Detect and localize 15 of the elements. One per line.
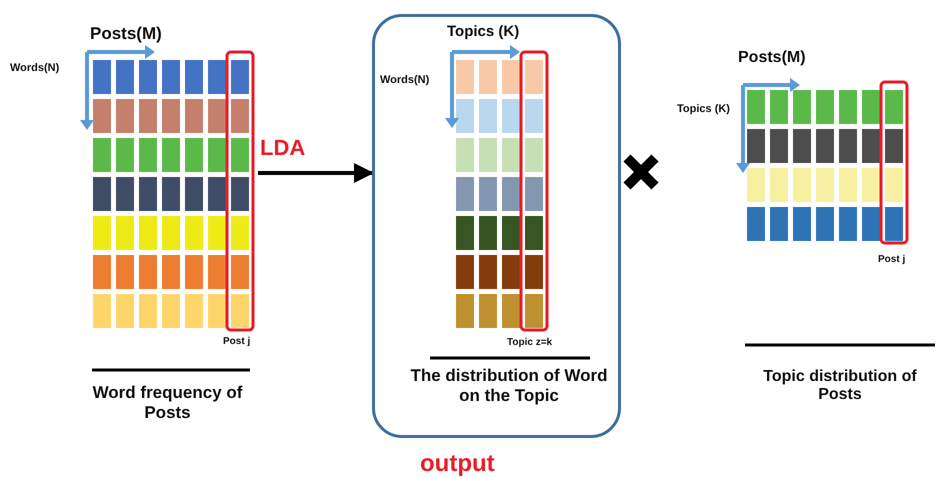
- axis-label: Words(N): [380, 74, 430, 86]
- panel-caption: Word frequency of Posts: [92, 383, 244, 422]
- axis-label: Topics (K): [447, 23, 520, 40]
- output-frame: [372, 14, 621, 438]
- output-label: output: [420, 452, 495, 476]
- axis-label: Posts(M): [738, 49, 806, 67]
- panel-caption: Topic distribution of Posts: [762, 368, 918, 405]
- arrow: [258, 163, 374, 183]
- column-label: Topic z=k: [507, 337, 552, 348]
- axis-label: Words(N): [10, 62, 60, 74]
- panel-caption: The distribution of Word on the Topic: [409, 366, 609, 406]
- axis-label: Posts(M): [90, 24, 162, 44]
- column-label: Post j: [223, 336, 250, 347]
- column-label: Post j: [878, 254, 906, 265]
- axis-label: Topics (K): [677, 103, 730, 115]
